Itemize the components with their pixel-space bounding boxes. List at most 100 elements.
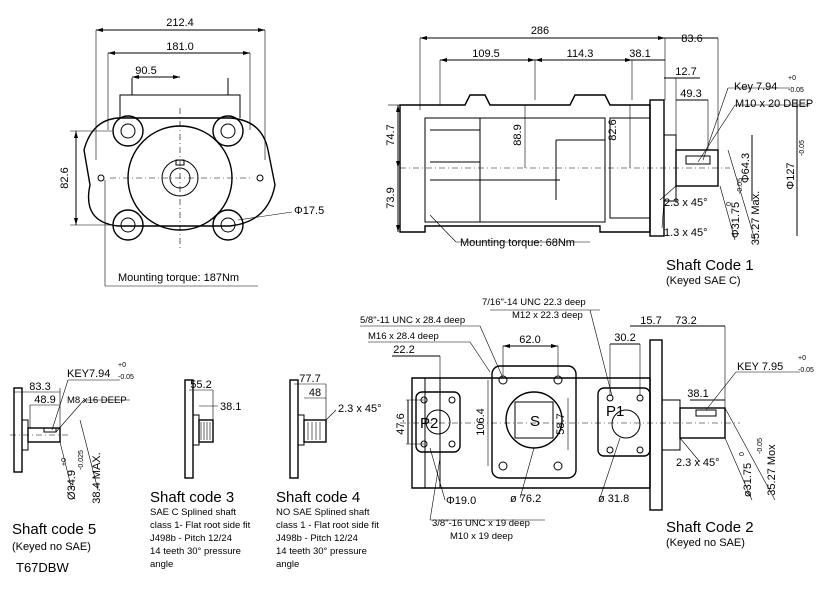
shaft-code-4-title: Shaft code 4 (276, 489, 360, 506)
pv-dim-58-7: 58.7 (555, 413, 567, 434)
pv-dim-73-2: 73.2 (675, 315, 696, 327)
sc5-key-tol-top: +0 (118, 362, 126, 369)
front-view (70, 28, 293, 287)
shaft-code-3-title: Shaft code 3 (150, 489, 234, 506)
dim-chamfer-1-3: 1.3 x 45° (664, 227, 708, 239)
pv-dim-35-27: 35.27 Mox (766, 444, 778, 496)
side-thread: M10 x 20 DEEP (735, 98, 813, 110)
pv-thread-2: M16 x 28.4 deep (368, 331, 439, 342)
sc3-line-2: class 1- Flat root side fit (150, 520, 251, 531)
dim-phi-127: Φ127 (785, 162, 797, 189)
pv-key: KEY 7.95 (737, 361, 783, 373)
sc4-line-1: NO SAE Splined shaft (276, 507, 370, 518)
pv-key-tol-bot: -0.05 (798, 367, 814, 374)
sc4-dim-77-7: 77.7 (299, 373, 320, 385)
sc3-dim-55-2: 55.2 (190, 379, 211, 391)
sc5-tol-top: +0 (61, 458, 68, 466)
sc3-dim-38-1: 38.1 (220, 401, 241, 413)
pv-thread-4: M12 x 22.3 deep (512, 310, 583, 321)
dim-35-27: 35.27 Max. (750, 191, 762, 245)
port-view (360, 309, 800, 521)
dim-74-7: 74.7 (385, 124, 397, 145)
dim-212-4: 212.4 (166, 17, 194, 29)
side-view (388, 36, 810, 243)
sc4-line-4: 14 teeth 30° pressure (276, 546, 367, 557)
pv-shaft-tol-top: 0 (739, 452, 746, 456)
shaft-code-1-subtitle: (Keyed SAE C) (666, 275, 741, 287)
dim-286: 286 (531, 25, 549, 37)
side-key-tol-bot: -0.05 (788, 87, 804, 94)
pv-dim-38-1: 38.1 (687, 388, 708, 400)
pv-dim-47-6: 47.6 (395, 413, 407, 434)
pv-chamfer: 2.3 x 45° (676, 457, 720, 469)
sc5-dim-48-9: 48.9 (34, 394, 55, 406)
shaft-code-5-subtitle: (Keyed no SAE) (12, 541, 91, 553)
sc3-line-4: 14 teeth 30° pressure (150, 546, 241, 557)
pv-shaft-tol-bot: -0.05 (757, 438, 764, 454)
dim-chamfer-2-3: 2.3 x 45° (664, 197, 708, 209)
dim-90-5: 90.5 (135, 65, 156, 77)
pv-thread-1: 5/8"-11 UNC x 28.4 deep (360, 315, 465, 326)
pv-dim-phi-76-2: ø 76.2 (510, 493, 541, 505)
pv-key-tol-top: +0 (798, 355, 806, 362)
dim-82-6: 82.6 (59, 167, 71, 188)
port-label-p2: P2 (420, 415, 438, 432)
shaft-code-5-view (10, 379, 130, 491)
dim-phi-17-5: Φ17.5 (294, 205, 324, 217)
tol-phi-127: -0.05 (799, 140, 806, 156)
dim-88-9: 88.9 (512, 124, 524, 145)
port-label-s: S (530, 413, 540, 430)
sc5-thread: M8 x16 DEEP (67, 395, 127, 406)
sc5-dim-phi-34-9: Ø34.9 (66, 470, 78, 500)
pv-dim-phi-31-8: ø 31.8 (598, 493, 629, 505)
sc5-key-tol-bot: -0.05 (118, 374, 134, 381)
sc5-tol-bot: -0.025 (78, 450, 85, 470)
pv-thread-5: 3/8"-16 UNC x 19 deep (432, 518, 530, 529)
pv-dim-phi-31-75: ø31.75 (742, 463, 754, 497)
sc3-line-1: SAE C Splined shaft (150, 507, 236, 518)
model-number: T67DBW (16, 560, 69, 575)
dim-83-6: 83.6 (681, 33, 702, 45)
shaft-code-2-subtitle: (Keyed no SAE) (666, 537, 745, 549)
tol-phi-31-75-top: 0 (726, 202, 733, 206)
sc3-line-5: angle (150, 559, 173, 570)
pv-dim-62-0: 62.0 (519, 334, 540, 346)
dim-phi-64-3: Φ64.3 (740, 153, 752, 183)
shaft-code-1-title: Shaft Code 1 (666, 257, 754, 274)
sc4-dim-chamfer: 2.3 x 45° (338, 403, 382, 415)
dim-109-5: 109.5 (472, 48, 500, 60)
sc4-line-5: angle (276, 559, 299, 570)
pv-dim-15-7: 15.7 (640, 315, 661, 327)
sc5-dim-38-4: 38.4 MAX. (91, 452, 103, 503)
dim-38-1: 38.1 (629, 48, 650, 60)
shaft-code-5-title: Shaft code 5 (12, 521, 96, 538)
pv-dim-106-4: 106.4 (475, 408, 487, 436)
dim-73-9: 73.9 (385, 187, 397, 208)
sc5-dim-83-3: 83.3 (29, 381, 50, 393)
dim-49-3: 49.3 (680, 88, 701, 100)
tol-phi-31-75-bot: -0.05 (737, 178, 744, 194)
dim-82-6-side: 82.6 (607, 119, 619, 140)
pv-thread-3: 7/16"-14 UNC 22.3 deep (482, 297, 586, 308)
side-mounting-torque: Mounting torque: 68Nm (460, 237, 575, 249)
side-key-tol-top: +0 (788, 75, 796, 82)
dim-114-3: 114.3 (567, 48, 594, 60)
pv-dim-phi-19: Φ19.0 (446, 495, 476, 507)
sc3-line-3: J498b - Pitch 12/24 (150, 533, 232, 544)
shaft-code-2-title: Shaft Code 2 (666, 519, 754, 536)
sc4-dim-48: 48 (309, 387, 321, 399)
pv-thread-6: M10 x 19 deep (450, 531, 513, 542)
dim-181-0: 181.0 (166, 41, 194, 53)
side-key: Key 7.94 (734, 81, 777, 93)
shaft-code-3-view (184, 379, 218, 479)
front-mounting-torque: Mounting torque: 187Nm (118, 272, 239, 284)
sc5-key: KEY7.94 (67, 368, 110, 380)
pv-dim-30-2: 30.2 (614, 332, 635, 344)
dim-12-7: 12.7 (675, 66, 696, 78)
sc4-line-3: J498b - Pitch 12/24 (276, 533, 358, 544)
pv-dim-22-2: 22.2 (393, 344, 414, 356)
sc4-line-2: class 1 - Flat root side fit (276, 520, 379, 531)
shaft-code-4-view (289, 379, 337, 479)
port-label-p1: P1 (606, 403, 624, 420)
